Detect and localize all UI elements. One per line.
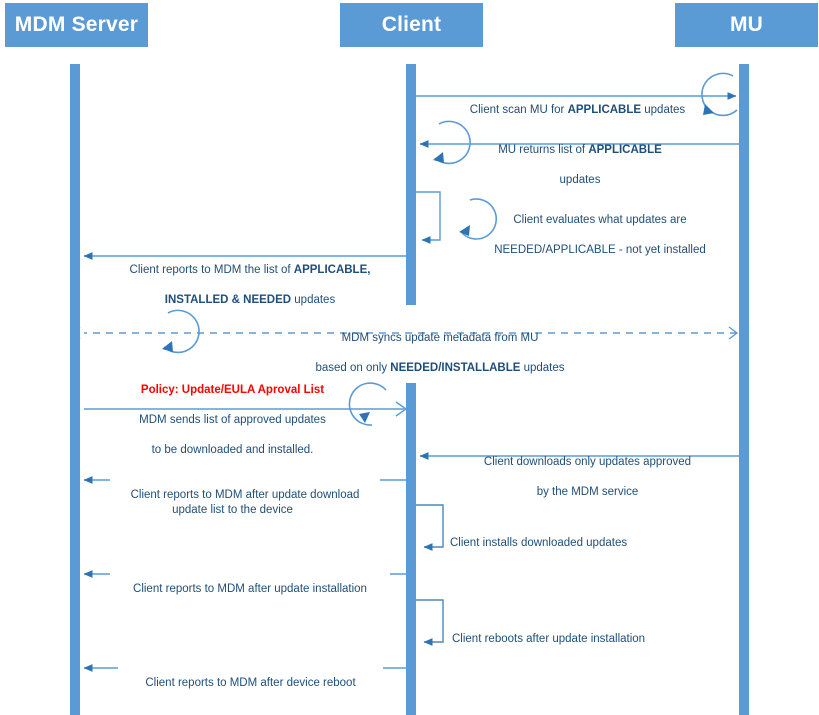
m4-text-tail: updates <box>291 294 336 306</box>
m4-text-a: Client reports to MDM the list of <box>129 264 294 276</box>
m1-text-tail: updates <box>641 104 686 116</box>
m6-text-a: MDM sends list of approved updates <box>139 414 326 426</box>
message-arrow-client-reboots[interactable] <box>416 599 444 646</box>
lifeline-mdm-server <box>70 64 80 715</box>
activation-bar-client-scan <box>406 64 416 305</box>
m4-text-bold-a: APPLICABLE, <box>293 264 371 276</box>
message-label-client-installs-updates: Client installs downloaded updates <box>450 521 680 551</box>
lifeline-mu <box>739 64 749 715</box>
m7-text-a: Client downloads only updates approved <box>483 456 692 468</box>
message-arrow-client-evaluates[interactable] <box>416 191 498 244</box>
actor-label-client: Client <box>381 13 442 36</box>
m1-text-a: Client scan MU for <box>469 104 568 116</box>
message-arrow-mdm-syncs-metadata[interactable] <box>73 309 739 354</box>
m4-text-bold-b: INSTALLED & NEEDED <box>164 294 292 306</box>
policy-note-text: Policy: Update/EULA Aproval List <box>140 384 325 396</box>
actor-box-client[interactable]: Client <box>340 3 483 47</box>
message-arrow-mu-returns-list[interactable] <box>419 120 739 165</box>
message-label-client-reports-download: Client reports to MDM after update downl… <box>110 473 380 503</box>
m10-text: Client reports to MDM after update insta… <box>133 583 367 595</box>
message-label-client-downloads-updates: Client downloads only updates approved b… <box>455 440 720 500</box>
message-arrow-mdm-sends-approved-list[interactable] <box>84 382 408 426</box>
message-label-client-scan-mu: Client scan MU for APPLICABLE updates <box>455 88 700 118</box>
m5-text-bold: NEEDED/INSTALLABLE <box>390 362 521 374</box>
message-label-mu-returns-list: MU returns list of APPLICABLE updates <box>480 128 680 188</box>
message-label-client-evaluates: Client evaluates what updates are NEEDED… <box>480 198 720 258</box>
message-arrow-client-scan-mu[interactable] <box>416 72 738 117</box>
m2-text-bold: APPLICABLE <box>588 144 662 156</box>
m6-text-d: update list to the device <box>172 504 293 516</box>
m8-text: Client reports to MDM after update downl… <box>130 489 360 501</box>
m9-text: Client installs downloaded updates <box>450 537 628 549</box>
m12-text: Client reports to MDM after device reboo… <box>145 677 356 689</box>
actor-box-mdm-server[interactable]: MDM Server <box>5 3 148 47</box>
m3-text-a: Client evaluates what updates are <box>513 214 687 226</box>
m6-text-b: to be downloaded and installed. <box>151 444 314 456</box>
message-label-client-reports-reboot: Client reports to MDM after device reboo… <box>118 661 383 691</box>
actor-label-mu: MU <box>729 13 764 36</box>
m2-text-b: updates <box>559 174 601 186</box>
actor-box-mu[interactable]: MU <box>675 3 818 47</box>
m1-text-bold: APPLICABLE <box>567 104 642 116</box>
m7-text-b: by the MDM service <box>536 486 639 498</box>
message-label-client-reports-applicable: Client reports to MDM the list of APPLIC… <box>100 248 400 308</box>
actor-label-mdm-server: MDM Server <box>14 13 139 36</box>
m5-text-tail: updates <box>520 362 565 374</box>
message-label-client-reports-installation: Client reports to MDM after update insta… <box>110 567 390 597</box>
message-label-client-reboots: Client reboots after update installation <box>452 617 692 647</box>
m11-text: Client reboots after update installation <box>452 633 646 645</box>
m3-text-b: NEEDED/APPLICABLE - not yet installed <box>494 244 706 256</box>
m2-text-a: MU returns list of <box>498 144 589 156</box>
message-arrow-client-installs-updates[interactable] <box>416 504 444 551</box>
m5-text-a: MDM syncs update metadata from MU <box>341 332 539 344</box>
message-label-mdm-syncs-metadata: MDM syncs update metadata from MU based … <box>290 316 590 376</box>
lifeline-client-lower <box>406 383 416 715</box>
m5-text-b: based on only <box>315 362 391 374</box>
